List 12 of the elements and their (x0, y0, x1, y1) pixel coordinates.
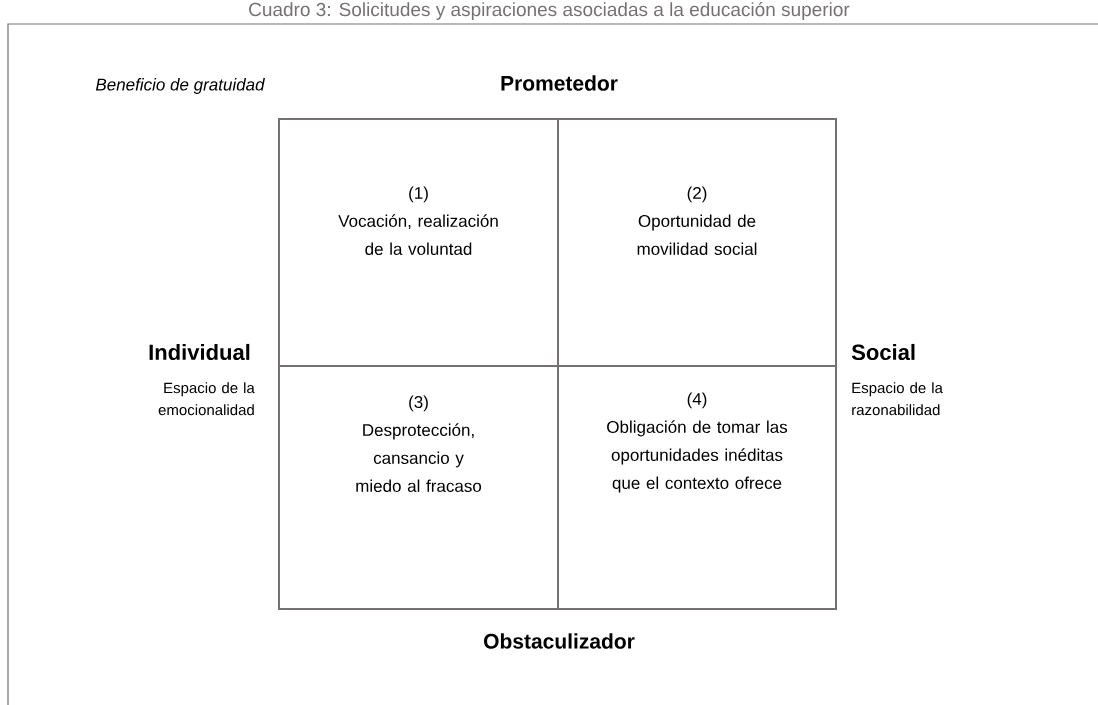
quadrant-cell: (3) Desprotección, cansancio y miedo al fracaso (278, 365, 559, 610)
quadrant-cell: (4) Obligación de tomar las oportunidades inéditas que el contexto ofrece (557, 365, 837, 610)
quadrant-cell: (2) Oportunidad de movilidad social (557, 118, 837, 367)
title: Cuadro 3: Solicitudes y aspiraciones asociadas a la educación superior (249, 2, 850, 20)
axis-label: Individual (149, 343, 250, 361)
note: Beneficio de gratuidad (95, 78, 265, 94)
quadrant-cell: (1) Vocación, realización de la voluntad (278, 118, 559, 367)
axis-label: Prometedor (501, 75, 618, 91)
axis-label: Social (851, 343, 915, 361)
axis-label: Obstaculizador (484, 633, 635, 649)
axis-note: Espacio de la razonabilidad (852, 382, 943, 416)
axis-note: Espacio de la emocionalidad (158, 382, 255, 416)
